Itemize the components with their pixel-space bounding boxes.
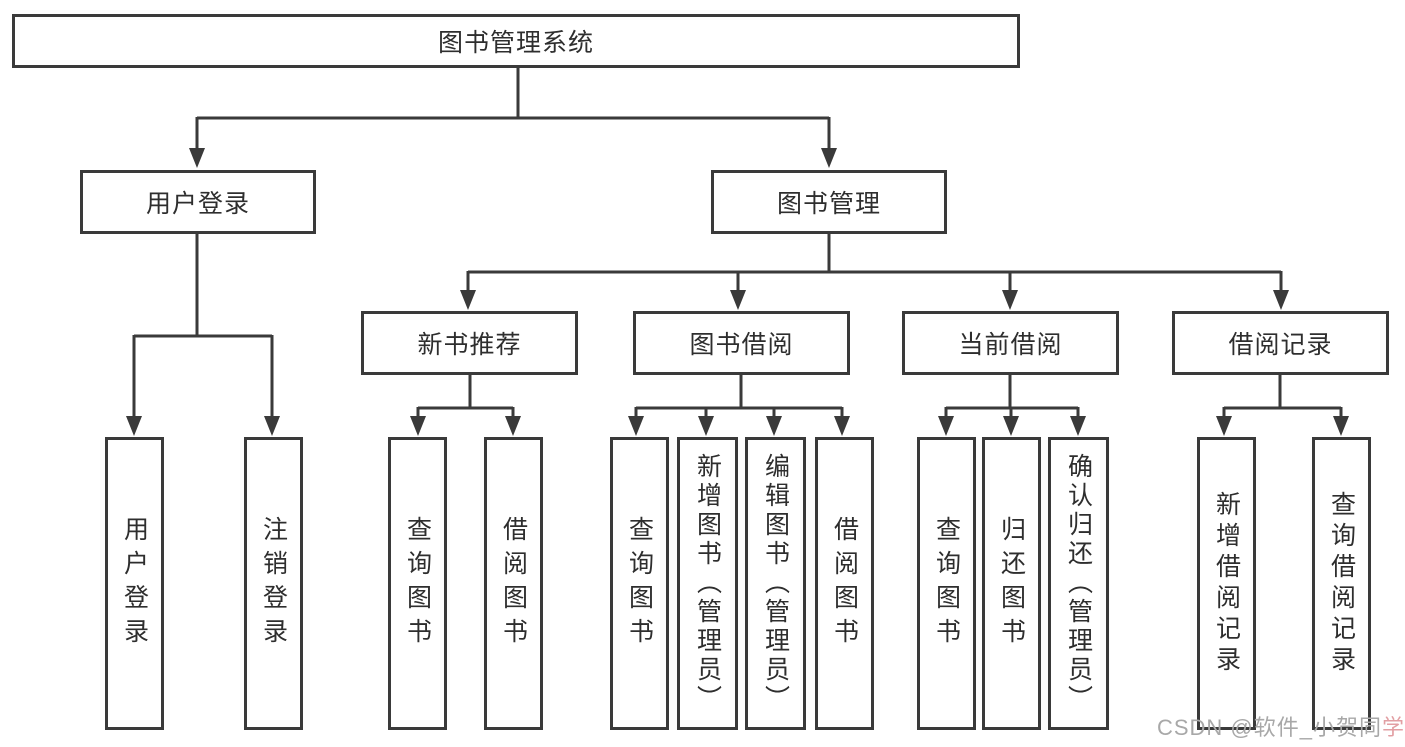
leaf-confirm-return-admin: 确认归还（管理员）	[1048, 437, 1109, 730]
leaf-edit-books-admin: 编辑图书（管理员）	[745, 437, 806, 730]
node-book-management: 图书管理	[711, 170, 947, 234]
arrowheads	[126, 148, 1349, 436]
node-user-login: 用户登录	[80, 170, 316, 234]
watermark-text-accent: 学	[1381, 715, 1405, 740]
leaf-return-books: 归还图书	[982, 437, 1041, 730]
leaf-current-query-books: 查询图书	[917, 437, 976, 730]
node-book-management-system: 图书管理系统	[12, 14, 1020, 68]
leaf-logout-login: 注销登录	[244, 437, 303, 730]
leaf-add-borrow-record: 新增借阅记录	[1197, 437, 1256, 730]
leaf-recommend-query-books: 查询图书	[388, 437, 447, 730]
csdn-watermark: CSDN @软件_小贺同学	[1157, 710, 1405, 742]
node-new-book-recommendation: 新书推荐	[361, 311, 578, 375]
leaf-borrowing-query-books: 查询图书	[610, 437, 669, 730]
leaf-user-login: 用户登录	[105, 437, 164, 730]
leaf-borrowing-borrow-books: 借阅图书	[815, 437, 874, 730]
leaf-query-borrow-record: 查询借阅记录	[1312, 437, 1371, 730]
node-book-borrowing: 图书借阅	[633, 311, 850, 375]
node-borrowing-records: 借阅记录	[1172, 311, 1389, 375]
leaf-recommend-borrow-books: 借阅图书	[484, 437, 543, 730]
leaf-add-books-admin: 新增图书（管理员）	[677, 437, 738, 730]
watermark-text: CSDN @软件_小贺同	[1156, 715, 1382, 740]
node-current-borrowing: 当前借阅	[902, 311, 1119, 375]
